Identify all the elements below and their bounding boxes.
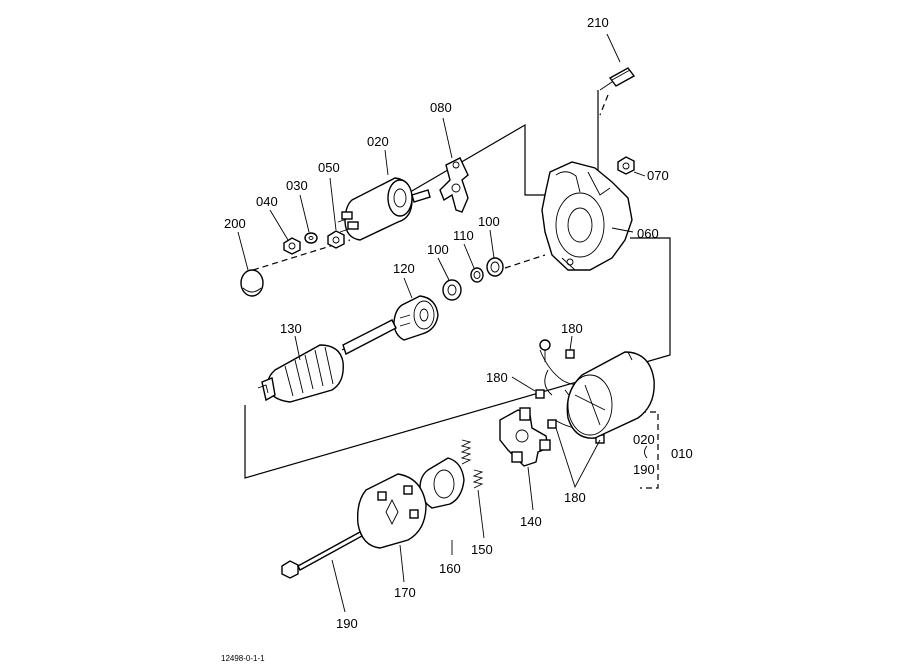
label-080: 080	[430, 100, 452, 115]
label-180-left: 180	[486, 370, 508, 385]
part-110-clip	[470, 267, 484, 283]
part-100-ring-right	[486, 257, 504, 277]
part-140-brush-holder	[499, 407, 551, 467]
label-190-sub: 190	[633, 462, 655, 477]
label-010: 010	[671, 446, 693, 461]
part-040-nut	[283, 237, 301, 255]
part-200-cap	[240, 269, 264, 297]
label-020: 020	[367, 134, 389, 149]
part-070-nut	[617, 156, 635, 175]
label-040: 040	[256, 194, 278, 209]
part-080-lever	[439, 157, 469, 213]
label-150: 150	[471, 542, 493, 557]
part-010-motor-yoke	[566, 351, 655, 439]
part-020-solenoid	[337, 177, 431, 241]
label-020-sub: 020	[633, 432, 655, 447]
label-200: 200	[224, 216, 246, 231]
part-150-springs	[460, 439, 484, 489]
connection-lines	[244, 90, 671, 489]
part-labels: 210 080 020 050 030 040 200 070 060 100 …	[221, 15, 693, 663]
part-160-plate	[419, 457, 465, 509]
label-100-right: 100	[478, 214, 500, 229]
label-180-bottom: 180	[564, 490, 586, 505]
label-030: 030	[286, 178, 308, 193]
part-060-housing	[541, 161, 633, 271]
part-050-nut	[327, 230, 345, 249]
label-070: 070	[647, 168, 669, 183]
part-190-through-bolt	[281, 531, 363, 579]
part-130-armature	[257, 319, 397, 403]
part-120-pinion	[393, 295, 439, 341]
label-100-left: 100	[427, 242, 449, 257]
footer-code: 12498-0-1-1	[221, 654, 265, 663]
label-120: 120	[393, 261, 415, 276]
part-170-end-cover	[356, 473, 427, 549]
label-210: 210	[587, 15, 609, 30]
label-190: 190	[336, 616, 358, 631]
part-100-ring-left	[442, 279, 462, 301]
part-030-washer	[304, 232, 318, 244]
label-140: 140	[520, 514, 542, 529]
label-110: 110	[453, 228, 474, 243]
label-060: 060	[637, 226, 659, 241]
label-160: 160	[439, 561, 461, 576]
label-leaders	[237, 33, 648, 613]
label-130: 130	[280, 321, 302, 336]
label-170: 170	[394, 585, 416, 600]
part-210-bolt	[599, 67, 636, 91]
label-180-top: 180	[561, 321, 583, 336]
label-050: 050	[318, 160, 340, 175]
